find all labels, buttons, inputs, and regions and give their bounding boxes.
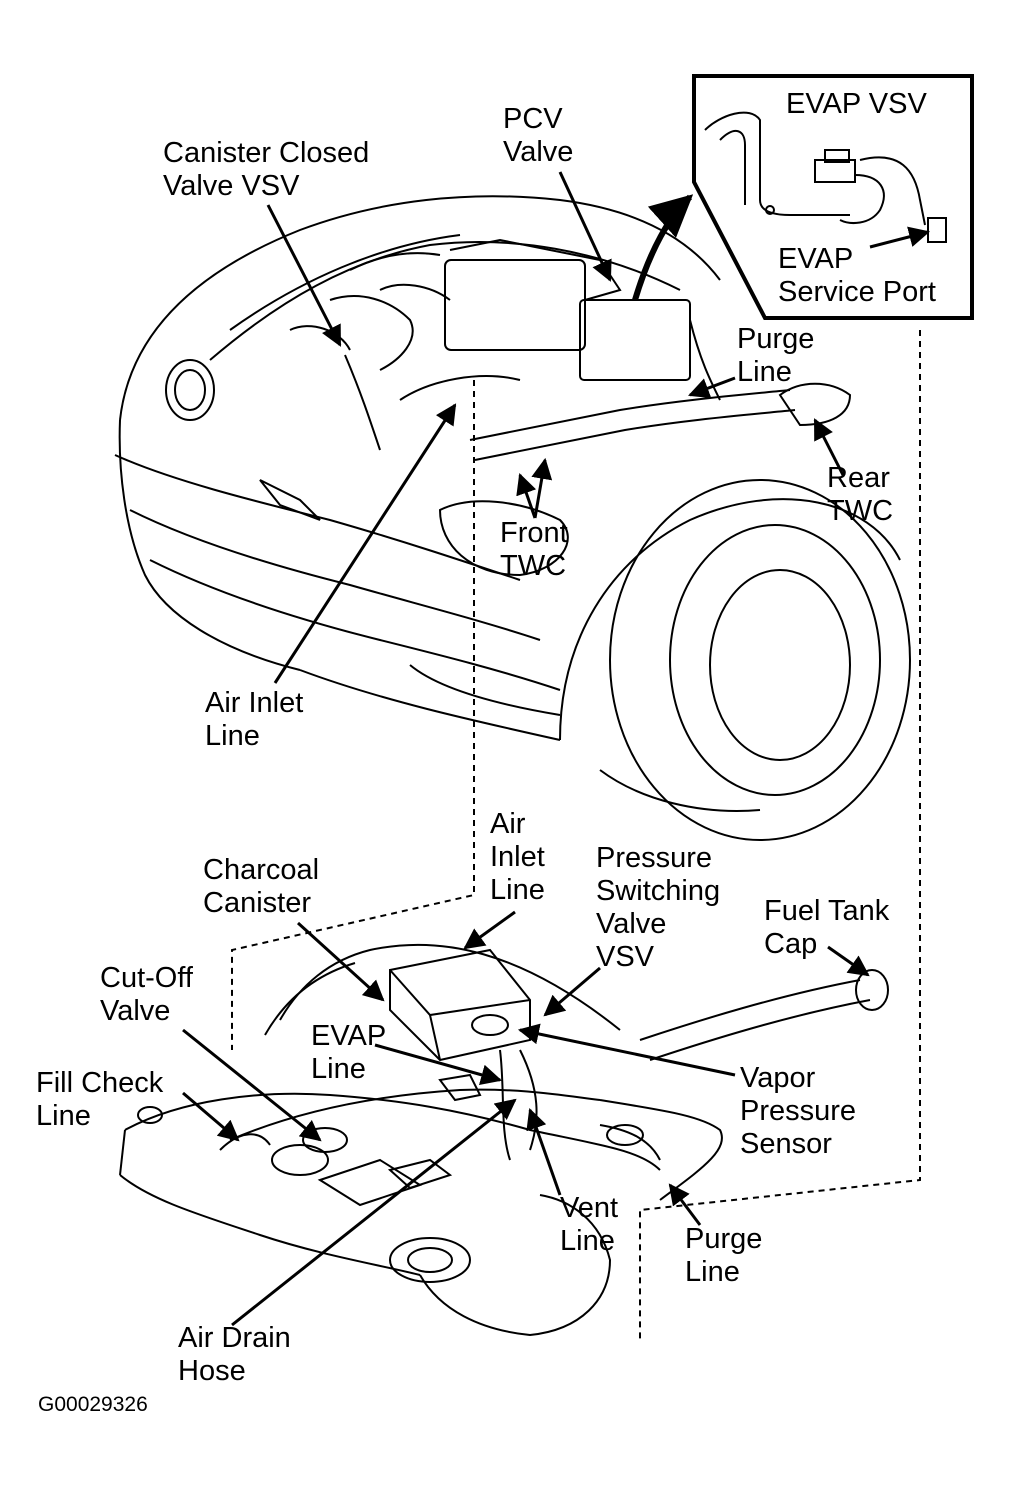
- dashed-connector-lines: [231, 330, 921, 1340]
- evap-vsv-inset: [692, 74, 974, 320]
- fuel-tank-illustration: [119, 943, 889, 1337]
- figure-code: G00029326: [38, 1393, 148, 1416]
- leader-lines: [182, 171, 931, 1327]
- label-evap-vsv: EVAP VSV: [786, 88, 927, 120]
